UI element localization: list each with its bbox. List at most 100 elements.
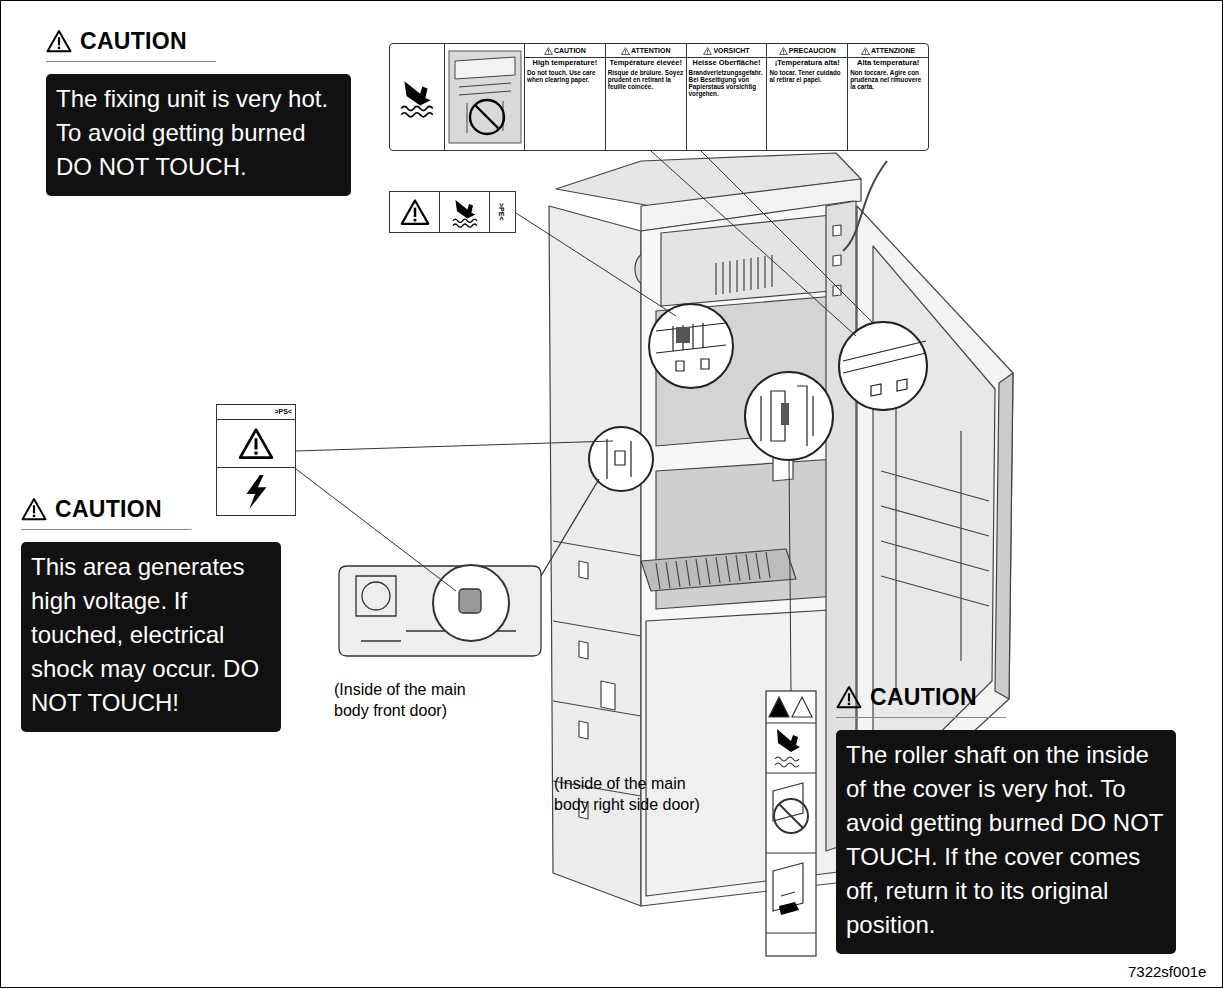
caution-callout: CAUTION The roller shaft on the inside of…: [836, 679, 1176, 954]
exclamation-bar: [413, 208, 416, 217]
sticker-column-head: VORSICHT: [687, 44, 767, 58]
transfer-roller: [641, 549, 796, 591]
warning-triangle: [621, 47, 630, 55]
heading-rule: [21, 529, 191, 530]
high-voltage-circle: [589, 427, 653, 491]
lightning-bolt: [247, 474, 267, 508]
warning-triangle: [836, 685, 862, 709]
leader-line: [296, 441, 613, 451]
sticker-title: ¡Temperatura alta!: [767, 58, 847, 68]
roller-sticker-frame: [766, 691, 816, 956]
triangle-outline: [862, 47, 870, 54]
figure-code: 7322sf001e: [1128, 961, 1218, 982]
hot-surface-icon: [396, 76, 438, 118]
view-note: (Inside of the main body right side door…: [554, 773, 714, 815]
filled-triangle: [769, 697, 789, 717]
sticker-heading: CAUTION: [554, 47, 586, 54]
exclamation-bar: [33, 505, 35, 513]
exclamation-bar: [255, 438, 258, 449]
hand-shape: [455, 200, 475, 218]
sticker-heading: VORSICHT: [713, 47, 749, 54]
warning-sticker: >PS<: [216, 404, 296, 516]
hand-shape: [404, 81, 430, 105]
warning-sticker: >PE<: [389, 191, 516, 233]
sticker-body: No tocar. Tener cuidado al retirar el pa…: [767, 68, 847, 84]
exclamation-bar: [782, 49, 784, 52]
exclamation-bar: [848, 693, 850, 701]
tray-seams: [553, 541, 641, 796]
photo-frame: [449, 51, 521, 143]
inset-link: [541, 479, 599, 576]
high-voltage-detail: [607, 439, 631, 479]
leader-line: [296, 469, 456, 591]
heading-rule: [836, 717, 1006, 718]
caution-text: The roller shaft on the inside of the co…: [846, 738, 1166, 942]
caution-text: The fixing unit is very hot. To avoid ge…: [56, 82, 341, 184]
exclamation-dot: [413, 218, 416, 221]
exclamation-dot: [58, 47, 61, 50]
caution-callout: CAUTION The fixing unit is very hot. To a…: [46, 23, 351, 196]
sticker-body: Non toccare. Agire con prudenza nel rimu…: [848, 68, 928, 92]
sticker-title: High temperature!: [525, 58, 605, 68]
warning-triangle: [861, 47, 870, 55]
code-strip: >PE<: [490, 192, 512, 232]
triangle-outline: [401, 201, 428, 224]
caution-heading-row: CAUTION: [46, 23, 351, 59]
exclamation-dot: [848, 703, 851, 706]
leader-line: [516, 213, 676, 316]
exclamation-bar: [58, 37, 60, 45]
leader-line: [701, 151, 873, 323]
exclamation-dot: [33, 515, 36, 518]
heat-waves: [401, 106, 433, 117]
door-edge-detail: [843, 341, 926, 396]
sticker-body: Do not touch. Use care when clearing pap…: [525, 68, 605, 84]
caution-callout: CAUTIONThis area generates high voltage.…: [21, 491, 281, 732]
vent-slots: [716, 255, 772, 295]
sticker-column: ATTENTIONTempérature élevée!Risque de br…: [605, 44, 686, 150]
door-edge-circle: [839, 322, 927, 410]
roller-shaft-detail: [761, 386, 813, 446]
prohibit-slash: [779, 804, 803, 828]
sticker-title: Heisse Oberfläche!: [687, 58, 767, 68]
sticker-column-head: PRECAUCION: [767, 44, 847, 58]
front-door-inset: [339, 479, 599, 656]
exclamation-bar: [707, 49, 709, 52]
cover-sketch: [773, 783, 803, 821]
hand-sketch: [779, 902, 799, 915]
sticker-mark: [676, 327, 690, 343]
cabinet-handle: [601, 681, 615, 710]
sticker-column-head: CAUTION: [525, 44, 605, 58]
triangle-cell: [217, 419, 295, 467]
triangle-outline: [622, 47, 630, 54]
triangle-outline: [545, 47, 553, 54]
warning-triangle: [703, 47, 712, 55]
cable: [843, 161, 887, 251]
prohibit-slash: [475, 105, 499, 129]
prohibit-circle: [774, 799, 808, 833]
sticker-code: >PE<: [498, 203, 505, 221]
leader-line: [789, 460, 791, 691]
sticker-title: Alta temperatura!: [848, 58, 928, 68]
caution-heading: CAUTION: [80, 28, 187, 55]
caution-heading: CAUTION: [870, 684, 977, 711]
highlight-circles: [589, 304, 927, 491]
sticker-column-head: ATTENZIONE: [848, 44, 928, 58]
sticker-column: VORSICHTHeisse Oberfläche!Brandverletzun…: [686, 44, 767, 150]
warning-sticker: CAUTION High temperature!Do not touch. Us…: [389, 43, 929, 151]
sticker-photo-cell: [445, 44, 525, 150]
caution-box: The fixing unit is very hot. To avoid ge…: [46, 74, 351, 196]
heat-waves: [775, 757, 799, 767]
warning-triangle: [21, 497, 47, 521]
fixing-unit-circle: [649, 304, 733, 388]
lightning-icon: [237, 473, 275, 511]
exclamation-bar: [865, 49, 867, 52]
caution-heading: CAUTION: [55, 496, 162, 523]
inset-circle: [433, 565, 509, 641]
heading-rule: [46, 61, 216, 62]
fixing-unit-detail: [656, 323, 726, 371]
sticker-column: PRECAUCION¡Temperatura alta!No tocar. Te…: [766, 44, 847, 150]
triangle-outline: [779, 47, 787, 54]
sticker-body: Risque de brûlure. Soyez prudent en reti…: [606, 68, 686, 92]
warning-triangle: [46, 29, 72, 53]
